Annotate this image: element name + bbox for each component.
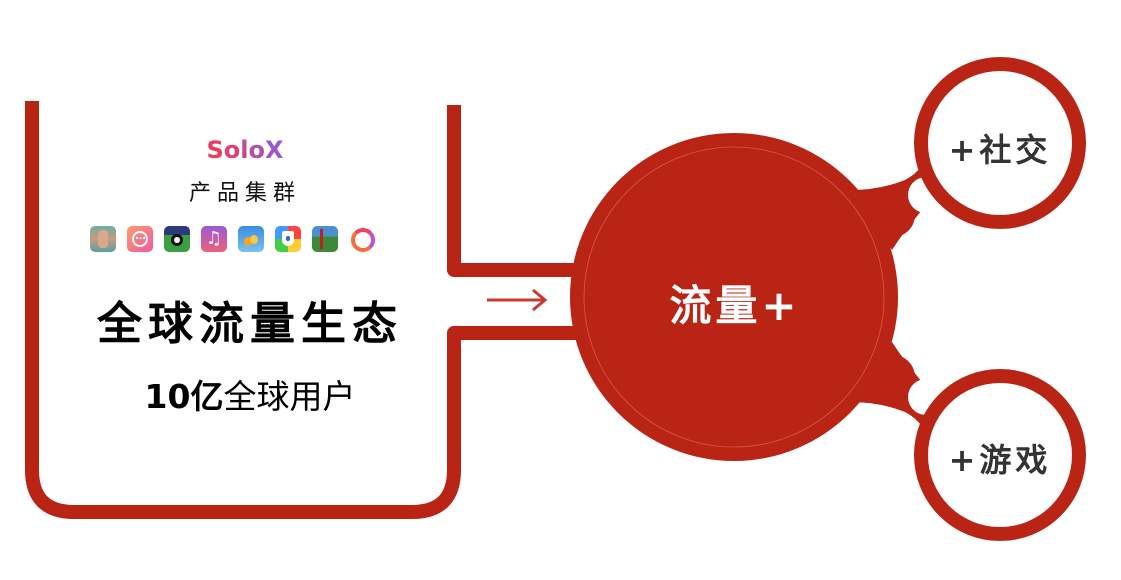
logo-letter: l	[240, 136, 249, 164]
billiards-8-ball-app-icon	[164, 226, 190, 252]
right-arrow-icon	[487, 288, 548, 312]
center-circle	[570, 133, 898, 461]
users-count: 10亿	[144, 377, 224, 416]
archery-game-app-icon	[312, 226, 338, 252]
traffic-plus-label: 流量+	[669, 281, 801, 330]
global-users-line: 10亿全球用户	[95, 370, 405, 418]
left-container-frame	[25, 101, 600, 519]
bubble-game	[914, 369, 1086, 541]
app-icons-row: ♫	[90, 226, 400, 254]
logo-letter: o	[248, 136, 266, 164]
global-traffic-ecosystem-headline: 全球流量生态	[96, 297, 403, 350]
logo-letter: S	[206, 136, 224, 164]
fitness-abs-app-icon	[90, 226, 116, 252]
logo-letter: o	[223, 136, 241, 164]
solox-logo: SoloX	[190, 136, 300, 164]
bubble-social	[914, 57, 1086, 229]
word-balloon-game-app-icon	[238, 226, 264, 252]
users-label: 全球用户	[223, 377, 356, 416]
app-lock-shield-app-icon	[275, 226, 301, 252]
game-bubble-label: +游戏	[948, 441, 1052, 479]
center-circle-inner-ring	[583, 146, 885, 448]
joint-top-fill	[871, 193, 915, 237]
product-cluster-subtitle: 产品集群	[188, 181, 301, 206]
ring-circle-app-icon	[349, 226, 375, 252]
messenger-chat-app-icon	[127, 226, 153, 252]
social-bubble-label: +社交	[948, 131, 1052, 169]
logo-letter: X	[265, 136, 284, 164]
music-player-app-icon: ♫	[201, 226, 227, 252]
